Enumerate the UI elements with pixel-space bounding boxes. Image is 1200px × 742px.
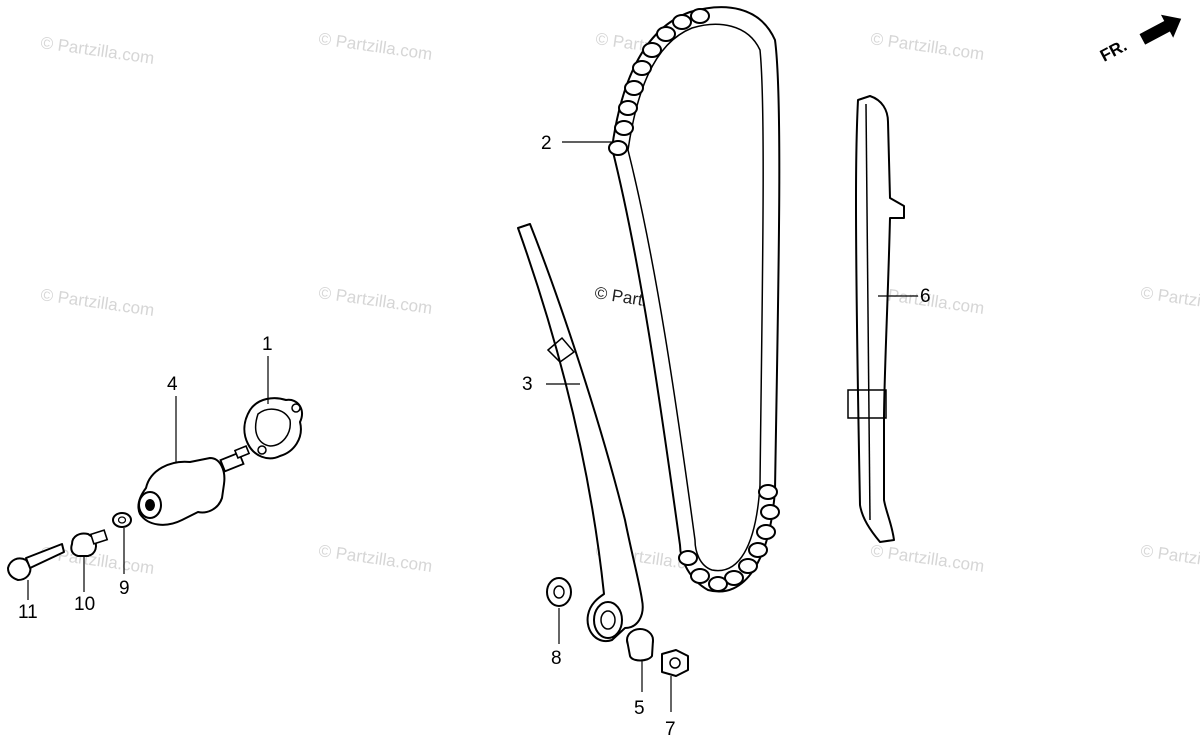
watermark: © Partzilla.com bbox=[869, 29, 985, 64]
tensioner-lifter-part bbox=[137, 445, 251, 526]
tensioner-arm-part bbox=[517, 223, 644, 643]
callout-labels: 1 2 3 4 5 6 7 8 9 10 11 bbox=[18, 133, 931, 740]
front-arrow-icon bbox=[1139, 14, 1182, 45]
front-label: FR. bbox=[1097, 36, 1130, 66]
leader-lines bbox=[27, 141, 918, 712]
watermark: © Partzilla.com bbox=[869, 541, 985, 576]
long-bolt-part bbox=[7, 543, 65, 581]
watermark: © Partzilla.com bbox=[39, 33, 155, 68]
washer-part bbox=[546, 577, 572, 607]
callout-11: 11 bbox=[18, 602, 38, 623]
sealing-bolt-part bbox=[70, 529, 109, 557]
callout-2: 2 bbox=[541, 133, 552, 154]
watermark: © Partzilla.com bbox=[317, 541, 433, 576]
callout-5: 5 bbox=[634, 698, 645, 719]
chain-links-top bbox=[608, 8, 710, 156]
callout-4: 4 bbox=[167, 374, 178, 395]
callout-6: 6 bbox=[920, 286, 931, 307]
callout-9: 9 bbox=[119, 578, 130, 599]
callout-10: 10 bbox=[74, 594, 95, 615]
flange-nut-part bbox=[661, 649, 689, 677]
cam-chain-part bbox=[608, 6, 781, 593]
watermark: © Partzilla.com bbox=[317, 283, 433, 318]
watermark: © Partzilla.com bbox=[1139, 283, 1200, 318]
callout-3: 3 bbox=[522, 374, 533, 395]
watermark: © Partzilla.com bbox=[39, 285, 155, 320]
front-orientation: FR. bbox=[1097, 14, 1182, 66]
watermark: © Partzilla.com bbox=[1139, 541, 1200, 576]
callout-1: 1 bbox=[262, 334, 273, 355]
watermark: © Partzilla.com bbox=[317, 29, 433, 64]
pivot-collar-part bbox=[626, 628, 654, 662]
chain-links-bottom bbox=[678, 484, 780, 592]
gasket-part bbox=[243, 397, 304, 460]
callout-7: 7 bbox=[665, 719, 676, 740]
chain-guide-part bbox=[847, 95, 905, 543]
small-washer-part bbox=[112, 512, 132, 528]
callout-8: 8 bbox=[551, 648, 562, 669]
